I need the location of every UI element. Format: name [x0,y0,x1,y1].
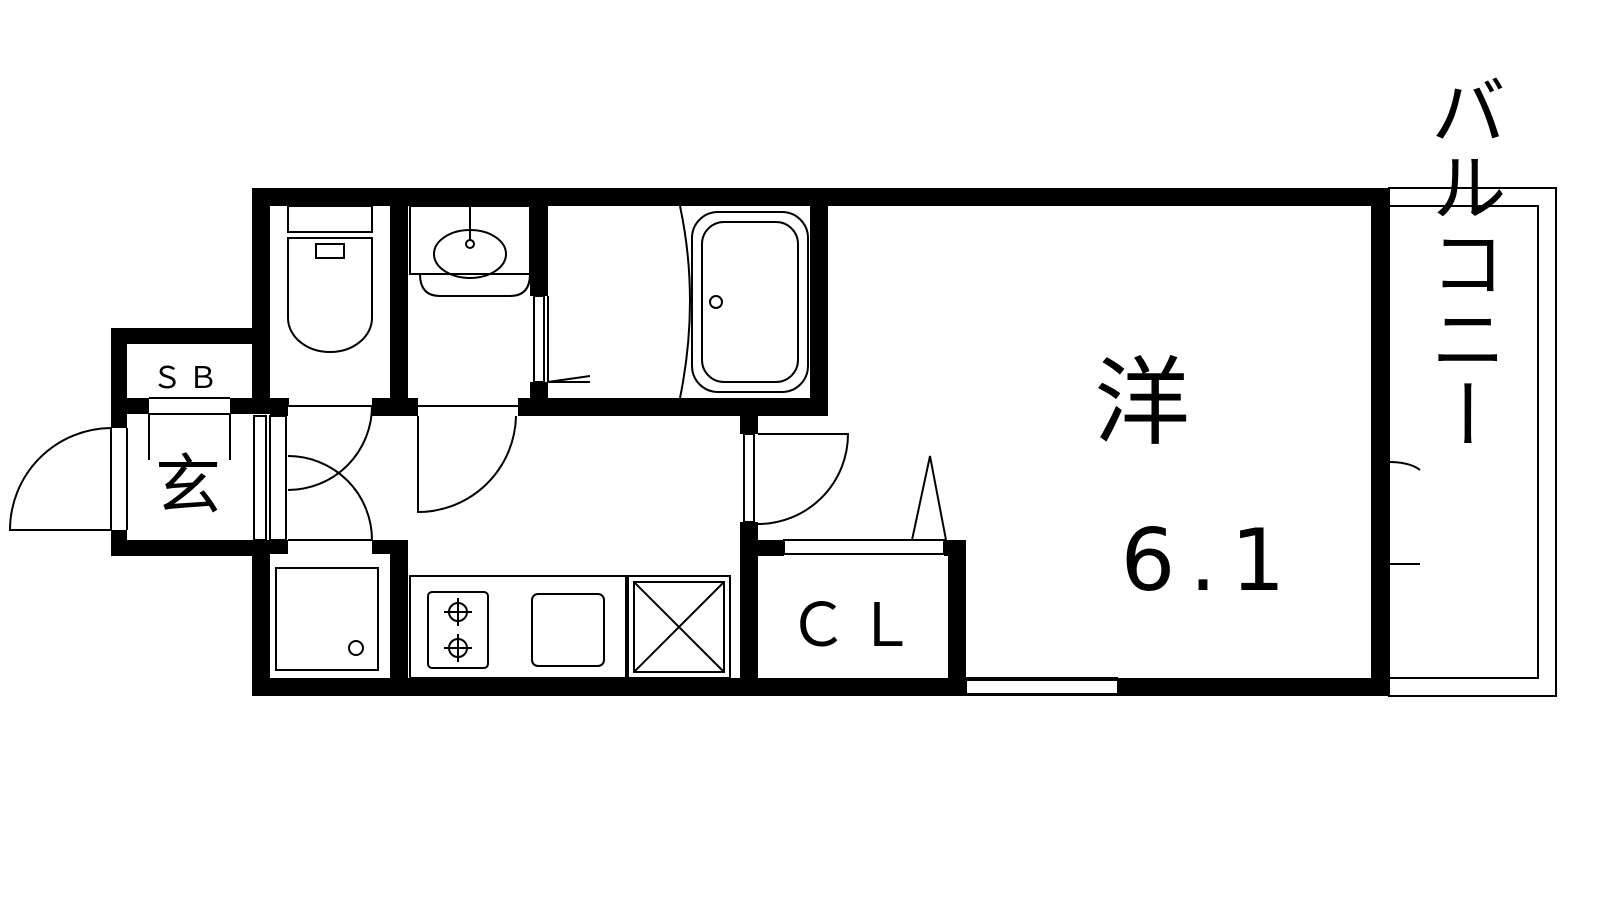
room-door-swing [757,433,850,525]
walls [111,188,1389,696]
window [965,679,1119,695]
closet-label: ＣＬ [788,591,924,661]
fridge-space [627,575,731,679]
entrance-label: 玄 [155,447,221,524]
shoe-box-label: ＳＢ [152,361,224,396]
washbasin-fixture [409,205,531,297]
toilet-door-swing [287,398,373,491]
western-room-size: 6.1 [1121,511,1300,611]
washer-door-swing [287,455,374,541]
balcony-label: バルコニー [1418,72,1507,452]
washroom-door-swing [417,415,517,514]
western-room-label: 洋 [1094,347,1190,459]
thin-lines [8,187,1557,697]
kitchen-counter [409,575,627,679]
bathtub-fixture [679,205,809,399]
entrance-door-swing [8,427,112,531]
toilet-fixture [287,205,373,353]
washing-machine-pan [275,567,379,671]
